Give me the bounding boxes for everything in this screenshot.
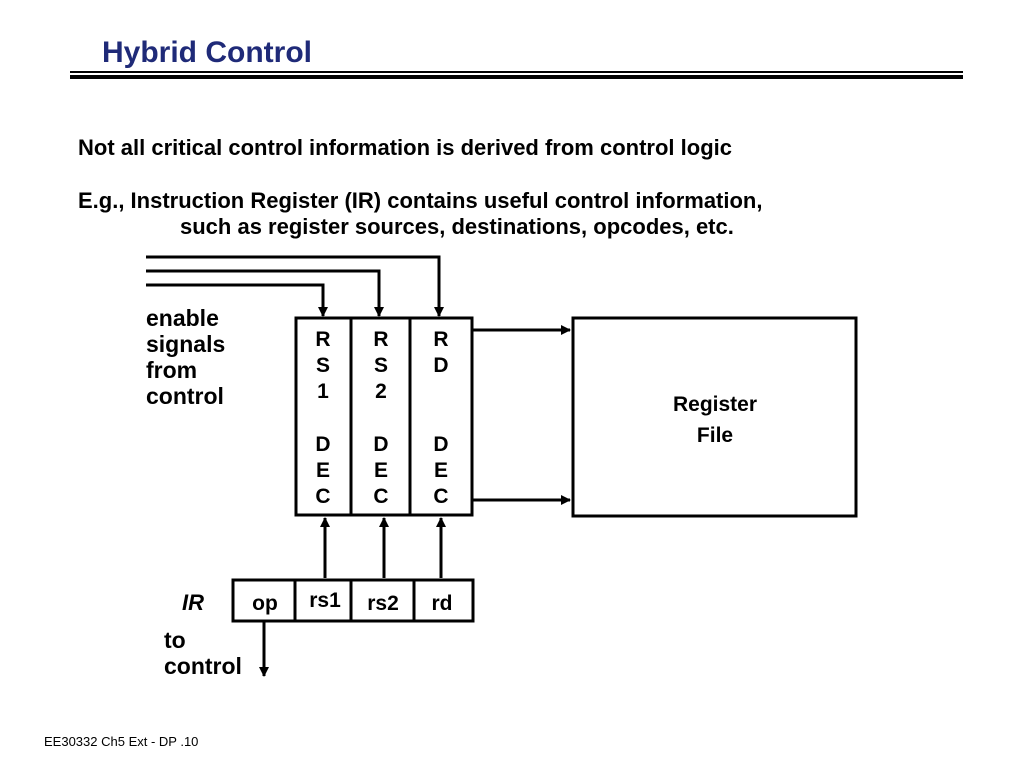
rs2-dec-letter: R [373, 328, 388, 351]
rs1-dec-letter: E [316, 459, 330, 482]
rs2-dec-letter: S [374, 354, 388, 377]
register-file-box [571, 316, 858, 518]
ir-field-rd: rd [432, 592, 453, 615]
rs1-dec-letter: D [315, 433, 330, 456]
register-file-label: Register [673, 393, 757, 416]
ir-field-rs1: rs1 [309, 589, 341, 612]
ir-label: IR [182, 590, 204, 615]
enable-label-line: from [146, 357, 198, 383]
enable-label-line: enable [146, 305, 219, 331]
to-control-line: to [164, 627, 186, 653]
bullet-line-2b: such as register sources, destinations, … [180, 214, 734, 239]
enable-line-rd [146, 255, 444, 317]
rd-dec-letter: D [433, 354, 448, 377]
rs1-dec-letter: 1 [317, 380, 329, 403]
rs1-dec-letter: R [315, 328, 330, 351]
bullet-line-1: Not all critical control information is … [78, 135, 732, 160]
title-underline-thick [70, 75, 963, 79]
rd-dec-letter: D [433, 433, 448, 456]
rd-dec-letter: R [433, 328, 448, 351]
title-underline-thin [70, 71, 963, 73]
enable-signals-label: enable signals from control [146, 305, 225, 409]
rs2-dec-letter: C [373, 485, 388, 508]
to-control-label: to control [164, 627, 242, 679]
ir-register [231, 578, 475, 623]
enable-line-rs1 [146, 283, 328, 317]
slide-title: Hybrid Control [102, 36, 312, 69]
enable-line-rs2 [146, 269, 384, 317]
enable-label-line: signals [146, 331, 226, 357]
decoder-block [294, 316, 474, 517]
slide-footer: EE30332 Ch5 Ext - DP .10 [44, 734, 199, 749]
enable-label-line: control [146, 383, 224, 409]
bullet-line-2a: E.g., Instruction Register (IR) contains… [78, 188, 763, 213]
register-file-label: File [697, 424, 733, 447]
ir-field-rs2: rs2 [367, 592, 399, 615]
rd-dec-letter: C [433, 485, 448, 508]
rs2-dec-letter: E [374, 459, 388, 482]
rs1-dec-letter: C [315, 485, 330, 508]
rs2-dec-letter: D [373, 433, 388, 456]
to-control-line: control [164, 653, 242, 679]
ir-field-op: op [252, 592, 278, 615]
rd-dec-letter: E [434, 459, 448, 482]
rs2-dec-letter: 2 [375, 380, 387, 403]
rs1-dec-letter: S [316, 354, 330, 377]
